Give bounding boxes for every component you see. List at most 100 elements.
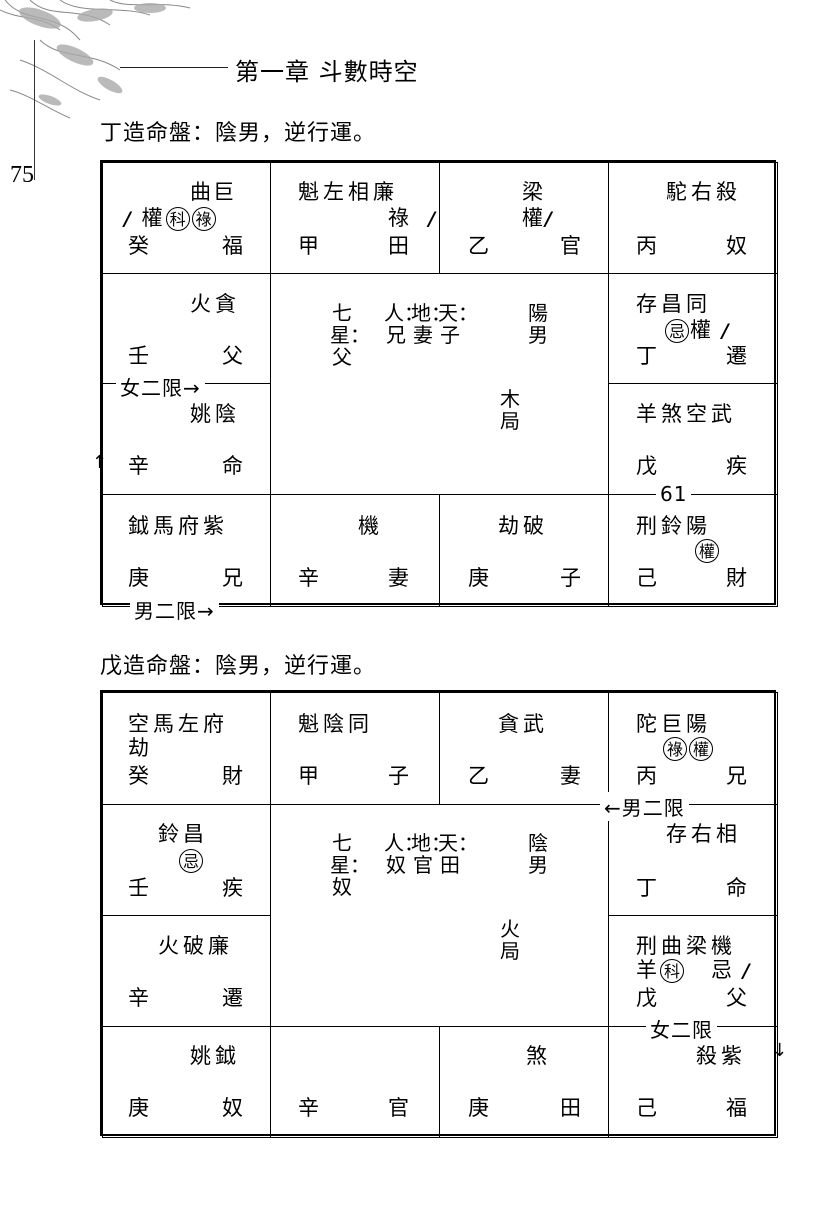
male-limit-marker: ←男二限: [600, 792, 689, 821]
palace-name: 妻: [388, 566, 411, 590]
heavenly-stem: 乙: [468, 764, 491, 788]
stars: 煞: [526, 1044, 549, 1068]
heavenly-stem: 己: [636, 1096, 659, 1120]
center-yinyang: 陽男: [528, 301, 548, 347]
heavenly-stem: 丁: [636, 344, 659, 368]
chart2-cell-r0c2: [439, 692, 609, 805]
center-tian: 天：子: [438, 301, 478, 347]
palace-name: 遷: [222, 986, 245, 1010]
stars: 陀巨陽: [636, 712, 711, 736]
page-number: 75: [10, 162, 34, 188]
heavenly-stem: 庚: [468, 566, 491, 590]
circled-mark: 祿: [663, 737, 687, 761]
center-ju: 木局: [500, 387, 520, 433]
palace-name: 疾: [222, 876, 245, 900]
palace-name: 奴: [726, 234, 749, 258]
arrow-right-icon: →: [197, 599, 215, 623]
center-qixing: 七星：父: [330, 301, 370, 369]
transform-marks: 權: [694, 538, 720, 563]
palace-name: 遷: [726, 344, 749, 368]
stars: 火破廉: [158, 934, 233, 958]
arrow-down-icon: ↓: [772, 1040, 788, 1061]
palace-name: 福: [726, 1096, 749, 1120]
chart1-cell-r3c0: [102, 494, 271, 607]
chart2: 空馬左府 劫 癸 財 魁陰同 甲 子 貪武 乙 妻 陀巨陽 祿權 丙 兄 鈴昌 …: [100, 690, 778, 1138]
heavenly-stem: 癸: [128, 764, 151, 788]
center-di: 地：官: [411, 831, 451, 877]
transform-marks: 忌權 /: [664, 318, 731, 343]
transform-marks: 忌: [178, 848, 204, 873]
circled-mark: 祿: [191, 207, 216, 231]
heavenly-stem: 戊: [636, 986, 659, 1010]
chart2-cell-r2c0: [102, 915, 271, 1027]
circled-mark: 權: [695, 539, 719, 563]
chart1-cell-r3c1: [270, 494, 440, 607]
heavenly-stem: 甲: [298, 234, 321, 258]
stars: 魁陰同: [298, 712, 373, 736]
circled-mark: 忌: [179, 849, 203, 873]
transform-marks: 祿 /: [388, 206, 438, 230]
female-limit-marker: 女二限→: [116, 372, 205, 401]
stars: 空馬左府: [128, 712, 228, 736]
stars: 殺紫: [696, 1044, 746, 1068]
stars: 魁左相廉: [298, 180, 398, 204]
palace-name: 兄: [222, 566, 245, 590]
center-tian: 天：田: [438, 831, 478, 877]
margin-rule: [34, 40, 35, 180]
chart2-caption: 戊造命盤：陰男，逆行運。: [100, 654, 377, 679]
chart1-cell-r3c2: [439, 494, 609, 607]
stars: 姚陰: [190, 402, 240, 426]
decorative-plant-icon: [0, 0, 191, 119]
heavenly-stem: 壬: [128, 344, 151, 368]
heavenly-stem: 己: [636, 566, 659, 590]
heavenly-stem: 辛: [298, 566, 321, 590]
center-ju: 火局: [500, 917, 520, 963]
male-limit-marker: 男二限→: [130, 595, 219, 624]
stars: 梁: [522, 180, 545, 204]
arrow-right-icon: →: [183, 376, 201, 400]
center-yinyang: 陰男: [528, 831, 548, 877]
center-qixing: 七星：奴: [330, 831, 370, 899]
arrow-up-icon: ↑: [92, 452, 108, 473]
palace-name: 財: [222, 764, 245, 788]
palace-name: 命: [726, 876, 749, 900]
heavenly-stem: 丙: [636, 234, 659, 258]
age-marker: 61: [656, 482, 692, 506]
heavenly-stem: 壬: [128, 876, 151, 900]
chart1-cell-r0c3: [608, 162, 778, 274]
transform-marks: 祿權: [662, 736, 714, 761]
stars: 駝右殺: [666, 180, 741, 204]
stars: 鈴昌: [158, 822, 208, 846]
chart2-cell-r3c1: [270, 1026, 440, 1138]
palace-name: 兄: [726, 764, 749, 788]
palace-name: 妻: [560, 764, 583, 788]
chart2-cell-r0c1: [270, 692, 440, 805]
heavenly-stem: 甲: [298, 764, 321, 788]
center-di: 地：妻: [411, 301, 451, 347]
transform-marks: 權/: [522, 206, 554, 230]
palace-name: 福: [222, 234, 245, 258]
stars: 火貪: [190, 292, 240, 316]
palace-name: 官: [560, 234, 583, 258]
circled-mark: 科: [165, 207, 190, 231]
heavenly-stem: 癸: [128, 234, 151, 258]
stars: 鉞馬府紫: [128, 514, 228, 538]
chart2-cell-r3c0: [102, 1026, 271, 1138]
heavenly-stem: 辛: [298, 1096, 321, 1120]
palace-name: 父: [726, 986, 749, 1010]
arrow-left-icon: ←: [604, 796, 622, 820]
circled-mark: 忌: [665, 319, 689, 343]
stars: 存昌同: [636, 292, 711, 316]
heavenly-stem: 乙: [468, 234, 491, 258]
sub-star: 劫: [128, 736, 151, 760]
heavenly-stem: 戊: [636, 454, 659, 478]
palace-name: 田: [560, 1096, 583, 1120]
palace-name: 奴: [222, 1096, 245, 1120]
header-rule: [120, 67, 228, 68]
female-limit-marker: 女二限: [646, 1014, 717, 1043]
palace-name: 田: [388, 234, 411, 258]
stars: 曲巨: [190, 180, 236, 204]
stars: 羊煞空武: [636, 402, 736, 426]
palace-name: 子: [388, 764, 411, 788]
palace-name: 命: [222, 454, 245, 478]
